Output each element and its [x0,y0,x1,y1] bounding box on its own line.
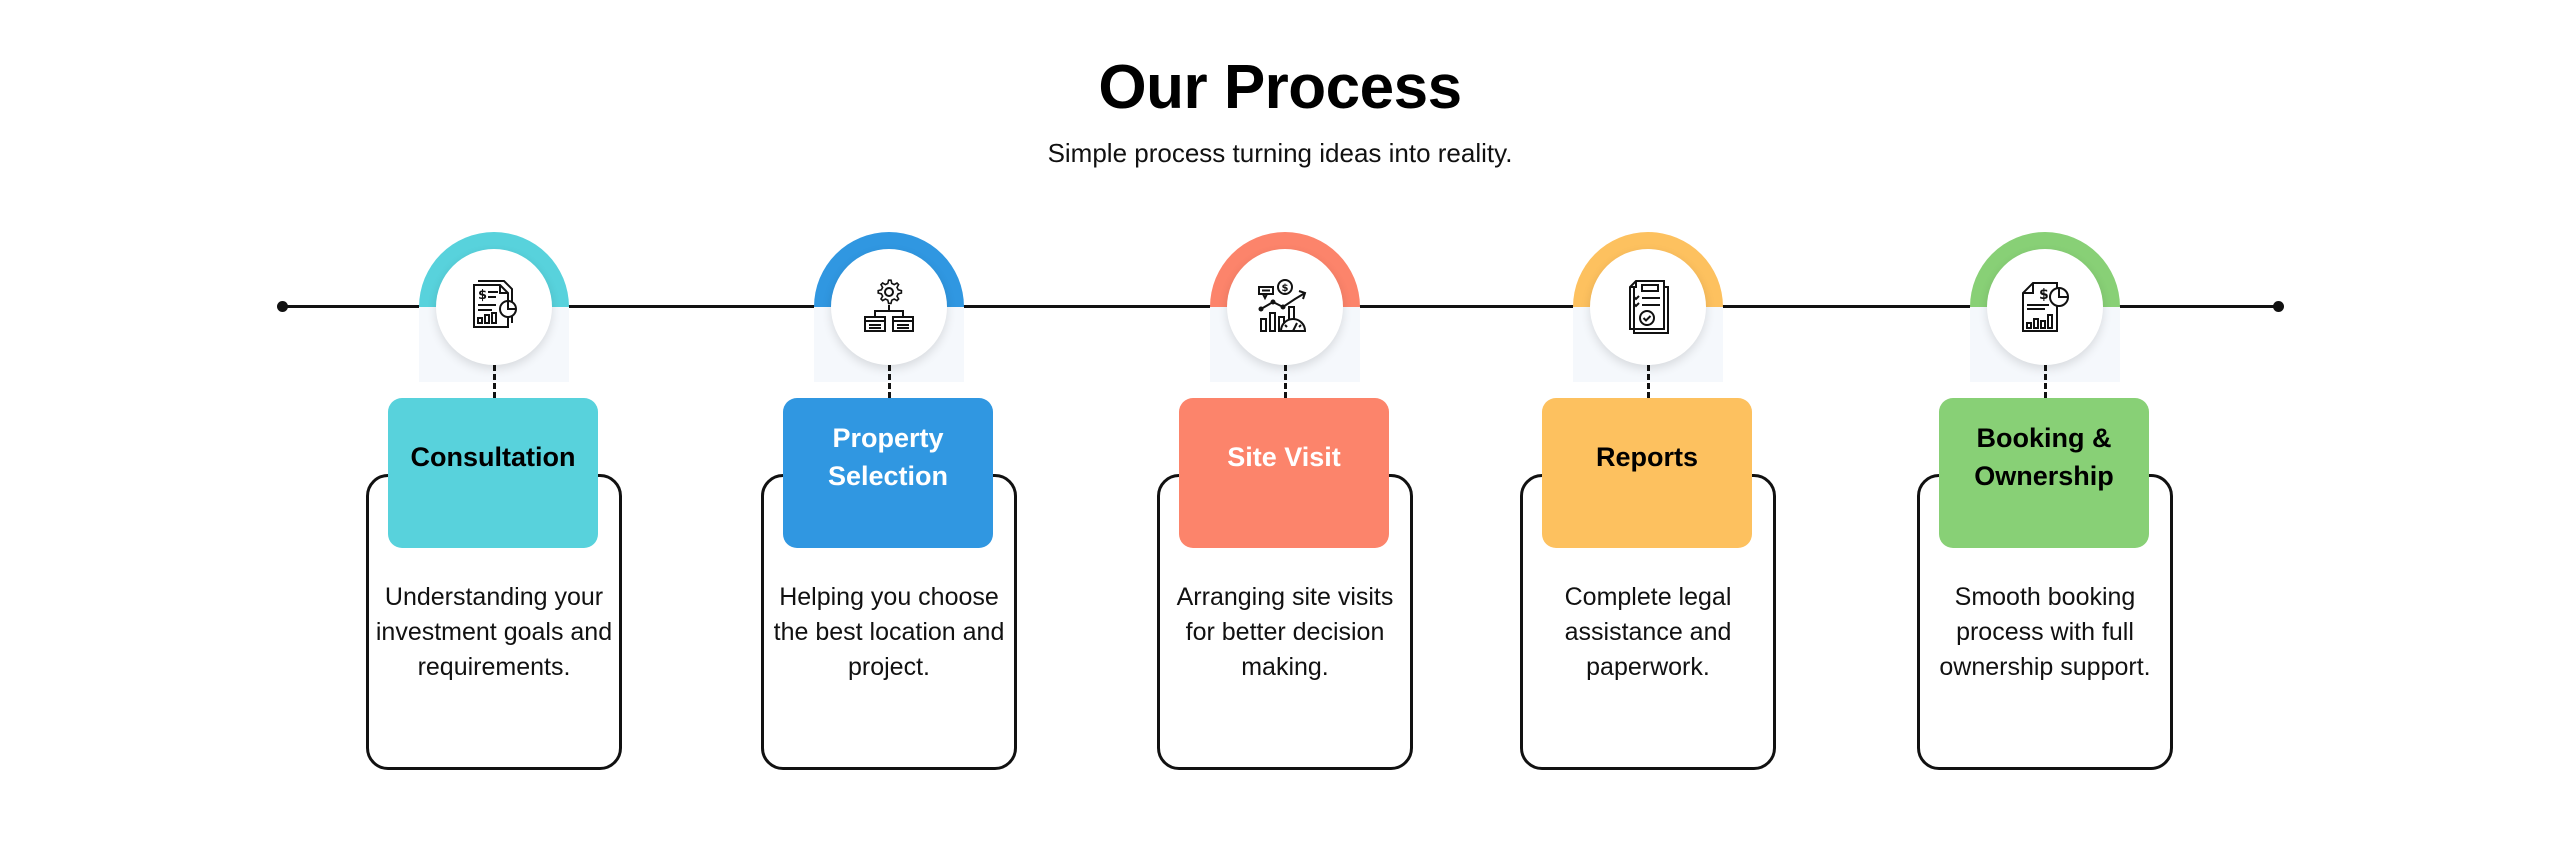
step-icon-badge [1590,249,1706,365]
gear-hierarchy-icon [864,279,914,332]
step-icon-badge: $ [1987,249,2103,365]
timeline-start-dot [277,301,288,312]
step-title: Consultation [410,442,576,472]
svg-text:$: $ [478,288,487,303]
step-icon-badge: $ [1227,249,1343,365]
step-connector [1283,365,1287,398]
step-title: Site Visit [1227,442,1341,472]
invoice-chart-icon: $ [2022,282,2069,332]
svg-text:$: $ [2039,287,2049,303]
step-connector [2043,365,2047,398]
step-title-box: Booking & Ownership [1939,398,2149,548]
step-title-box: Consultation [388,398,598,548]
step-description: Complete legal assistance and paperwork. [1564,583,1732,681]
checklist-document-icon [1629,280,1669,334]
step-title-box: Property Selection [783,398,993,548]
step-title: Booking & Ownership [1974,423,2114,491]
step-connector [887,365,891,398]
page-title: Our Process [1098,53,1462,122]
step-connector [1646,365,1650,398]
step-description: Arranging site visits for better decisio… [1176,583,1394,681]
step-icon-badge: $ [436,249,552,365]
step-title: Property Selection [827,423,949,491]
step-icon-badge [831,249,947,365]
page-subtitle: Simple process turning ideas into realit… [1047,138,1513,168]
svg-text:$: $ [1282,283,1289,294]
step-description: Smooth booking process with full ownersh… [1939,583,2151,681]
step-description: Helping you choose the best location and… [773,583,1005,681]
step-description: Understanding your investment goals and … [375,583,613,681]
step-connector [492,365,496,398]
growth-analytics-icon: $ [1258,279,1307,332]
step-title: Reports [1595,442,1698,472]
step-title-box: Site Visit [1179,398,1389,548]
step-title-box: Reports [1542,398,1752,548]
timeline-end-dot [2273,301,2284,312]
financial-report-icon: $ [473,280,517,328]
